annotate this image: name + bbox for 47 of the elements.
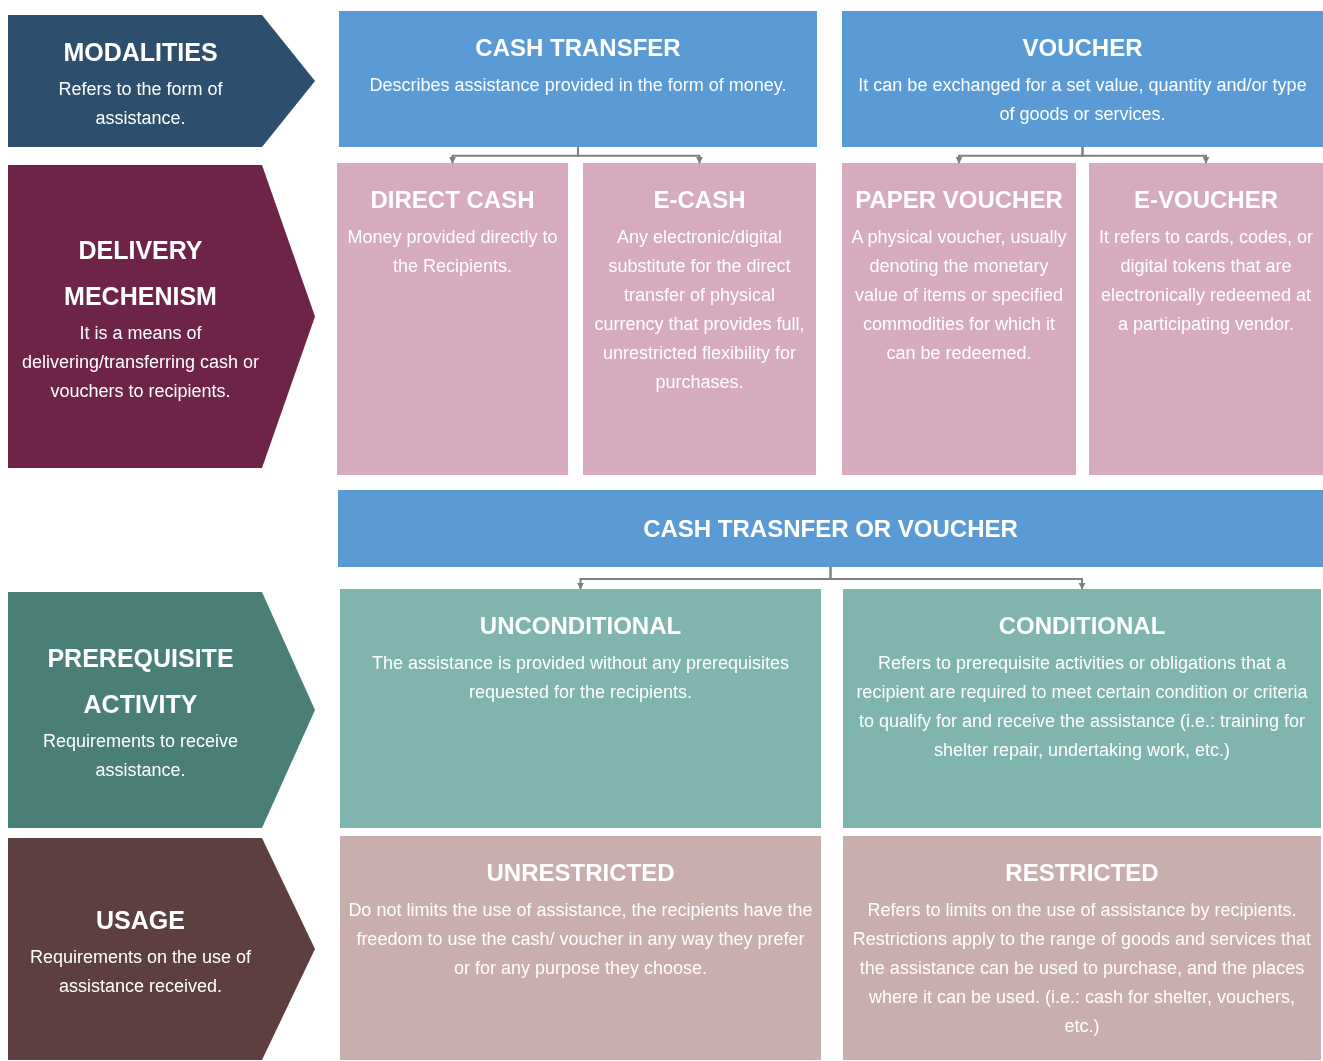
usage-box (340, 836, 821, 1060)
delivery-box (842, 163, 1076, 475)
box-heading: MODALITIES (63, 36, 218, 68)
connector-arrow (1081, 146, 1210, 164)
row-header-panel (8, 838, 315, 1060)
row-header-panel (8, 592, 315, 828)
box-heading: VOUCHER (1022, 33, 1143, 63)
condition-box (843, 589, 1321, 828)
delivery-box (583, 163, 816, 475)
usage-box (843, 836, 1321, 1060)
box-heading: USAGE (96, 904, 185, 936)
box-description: Any electronic/digital substitute for the direct transfer of physical currency that provides full, unrestricted flexibility for purchases. (593, 225, 806, 395)
box-description: It refers to cards, codes, or digital tokens that are electronically redeemed at a participating vendor. (1097, 225, 1315, 337)
box-description: Refers to the form of assistance. (57, 77, 224, 131)
box-description: Money provided directly to the Recipients. (346, 225, 559, 278)
box-description: Refers to limits on the use of assistance by recipients. Restrictions apply to the range of goods and services that the assistance can be used to purchase, and the places where it can be used. (i.e.: cash for shelter, vouchers, etc.) (851, 898, 1313, 1039)
row-header-panel (8, 165, 315, 468)
box-description: The assistance is provided without any prerequisites requested for the recipients. (370, 651, 791, 704)
box-description: Requirements to receive assistance. (41, 730, 240, 783)
box-heading: DELIVERY MECHENISM (63, 234, 218, 312)
box-heading: E-VOUCHER (1134, 185, 1278, 215)
category-box (842, 11, 1323, 147)
delivery-box (337, 163, 568, 475)
box-heading: UNRESTRICTED (486, 858, 675, 888)
connector-arrow (829, 566, 1086, 590)
box-heading: E-CASH (653, 185, 746, 215)
box-description: It is a means of delivering/transferring cash or vouchers to recipients. (20, 322, 261, 404)
condition-box (340, 589, 821, 828)
box-description: Requirements on the use of assistance received. (28, 945, 253, 999)
box-heading: DIRECT CASH (370, 185, 535, 215)
row-header-panel (8, 15, 315, 147)
box-heading: RESTRICTED (1005, 858, 1159, 888)
category-box (338, 490, 1323, 567)
category-box (339, 11, 817, 147)
connector-arrow (577, 146, 703, 164)
box-heading: CONDITIONAL (998, 611, 1166, 641)
box-heading: UNCONDITIONAL (479, 611, 682, 641)
delivery-box (1089, 163, 1323, 475)
box-heading: CASH TRASNFER OR VOUCHER (643, 513, 1018, 544)
box-heading: CASH TRANSFER (475, 33, 681, 63)
box-description: A physical voucher, usually denoting the monetary value of items or specified commodities for which it can be redeemed. (850, 225, 1068, 366)
box-heading: PAPER VOUCHER (855, 185, 1063, 215)
box-description: Do not limits the use of assistance, the recipients have the freedom to use the cash/ voucher in any way they prefer or for any purpose they choose. (348, 898, 813, 980)
box-heading: PREREQUISITE ACTIVITY (46, 642, 235, 720)
box-description: Refers to prerequisite activities or obligations that a recipient are required to meet certain condition or criteria to qualify for and receive the assistance (i.e.: training for shelter repair, undertaking work, etc.) (855, 651, 1309, 763)
box-description: It can be exchanged for a set value, quantity and/or type of goods or services. (857, 73, 1308, 126)
box-description: Describes assistance provided in the form of money. (369, 73, 787, 97)
